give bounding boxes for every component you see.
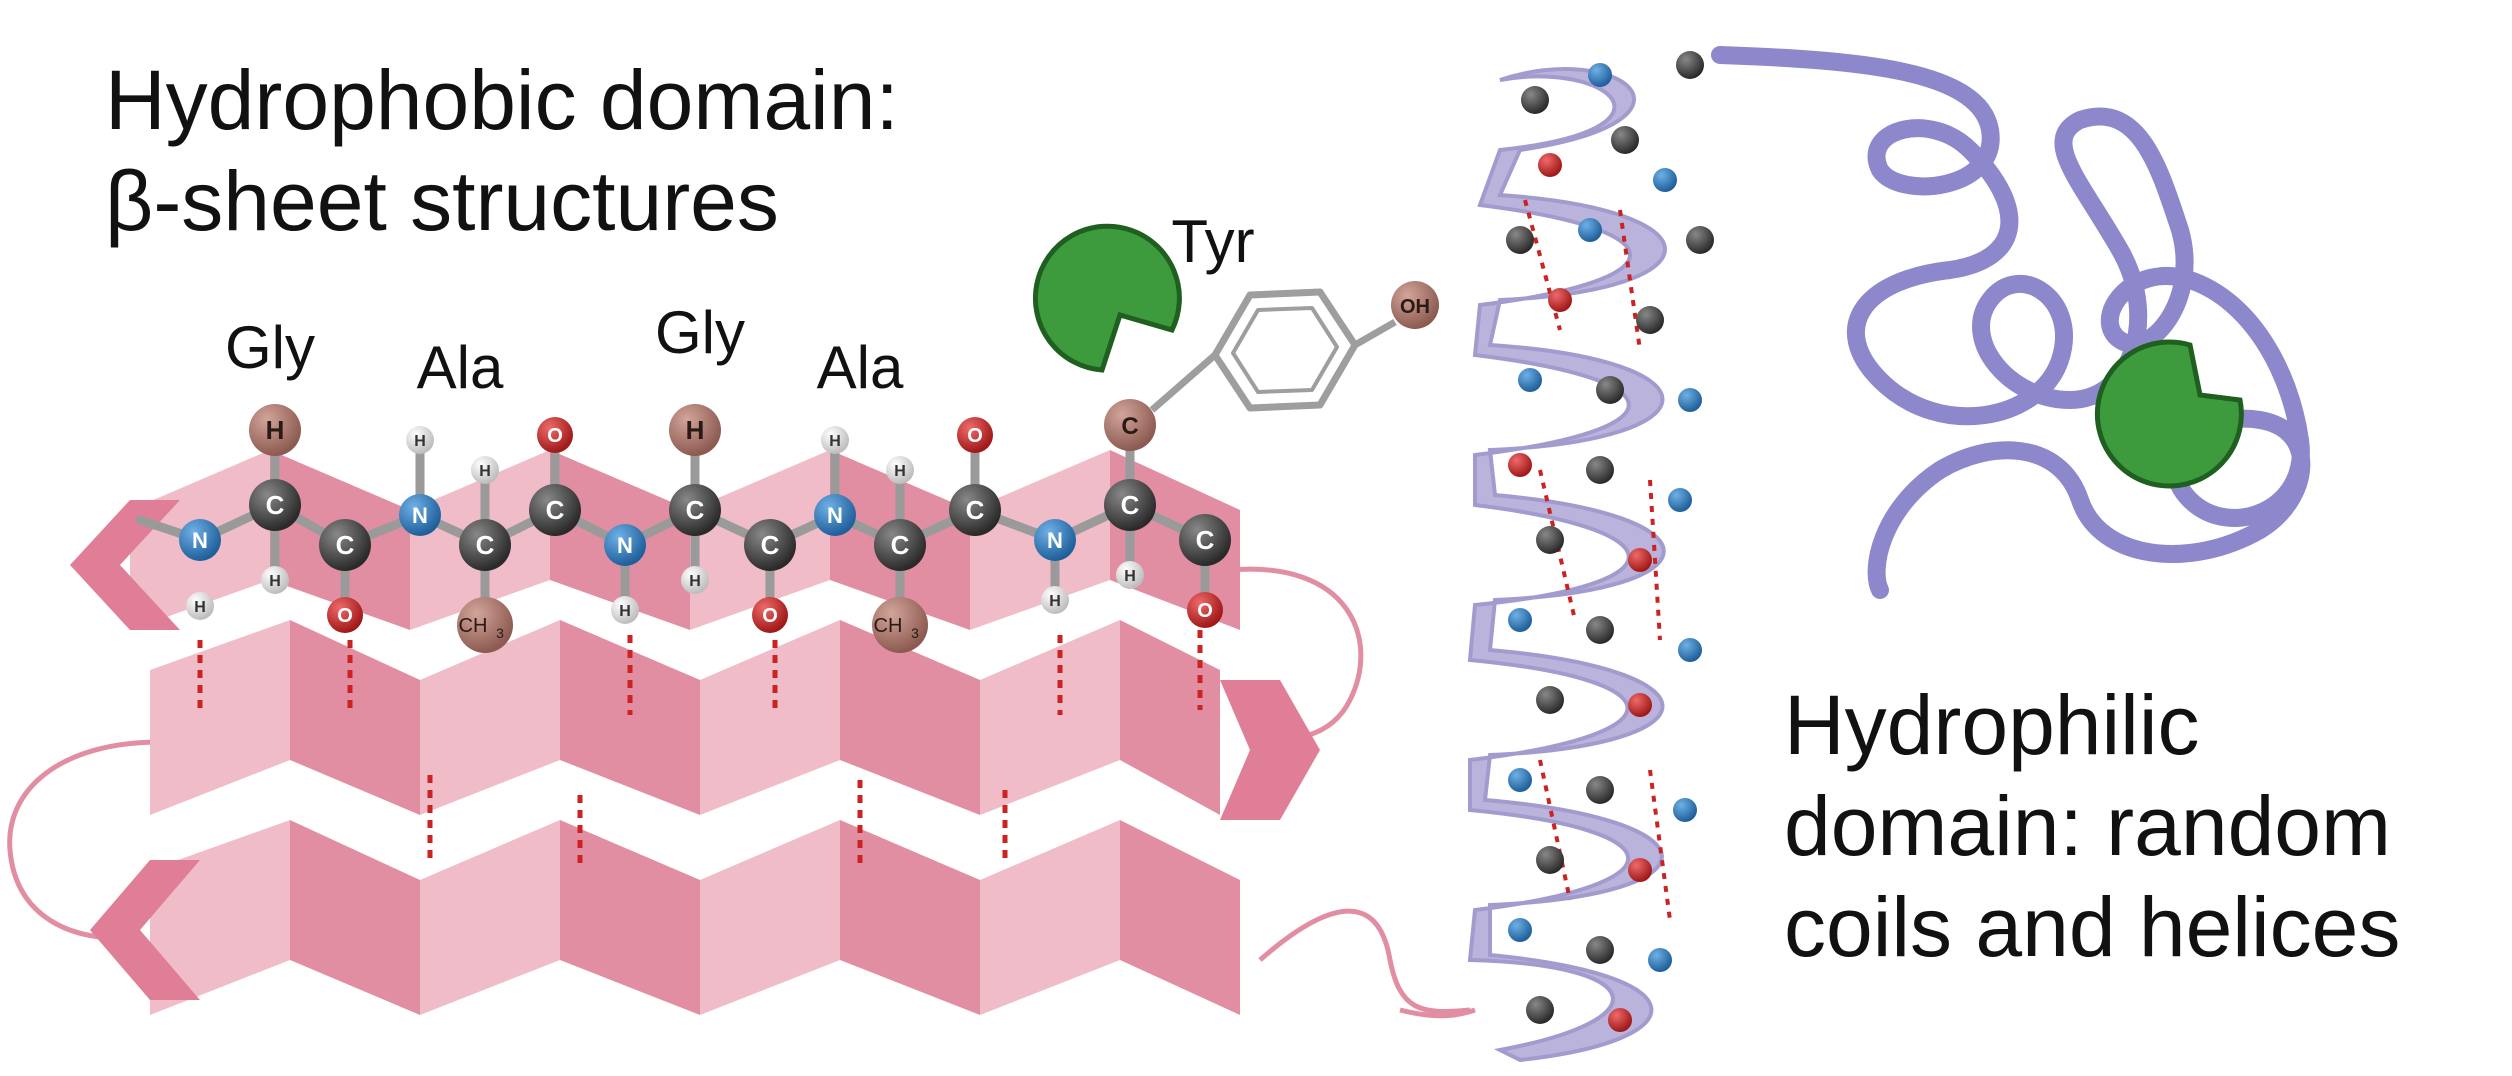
svg-text:CH: CH: [874, 615, 903, 637]
svg-text:H: H: [689, 573, 701, 590]
svg-text:3: 3: [911, 625, 919, 641]
svg-text:H: H: [686, 415, 705, 445]
random-coil: [1711, 46, 2311, 599]
svg-text:C: C: [891, 530, 910, 560]
carbon-atoms: C C C C C C C C C C: [249, 479, 1231, 571]
svg-text:N: N: [412, 503, 428, 528]
hydrophilic-domain-heading: Hydrophilic domain: random coils and hel…: [1784, 675, 2400, 977]
side-chain-atoms: H H CH 3 CH 3 C: [249, 399, 1156, 653]
svg-text:N: N: [192, 528, 208, 553]
residue-labels: Gly Ala Gly Ala Tyr: [225, 208, 1255, 401]
oxygen-atoms: O O O O O: [327, 417, 1223, 633]
peptide-backbone: H H H H H H H H H H N N N N N: [135, 281, 1439, 653]
svg-text:O: O: [967, 425, 983, 447]
svg-text:N: N: [617, 533, 633, 558]
tyrosine-ring: [1149, 288, 1397, 413]
svg-text:O: O: [547, 425, 563, 447]
helix-atoms: [1506, 51, 1714, 1032]
svg-text:N: N: [827, 503, 843, 528]
sheet-arrow-left-top: [70, 500, 180, 630]
helix-ribbon: [1467, 67, 1667, 1063]
hydrophilic-heading-line2: domain: random: [1784, 778, 2391, 873]
svg-text:OH: OH: [1400, 296, 1430, 318]
beta-sheet: [7, 450, 1471, 1015]
svg-text:C: C: [476, 530, 495, 560]
svg-text:Ala: Ala: [417, 334, 504, 401]
sheet-arrow-right-middle: [1220, 680, 1320, 820]
alpha-helix: [1467, 51, 1714, 1063]
sheet-strand-top: [70, 450, 1240, 630]
hydrophobic-heading-line2: β-sheet structures: [105, 153, 779, 248]
svg-text:Ala: Ala: [817, 334, 904, 401]
coil-tail-bottom: [1399, 1007, 1476, 1019]
hydroxyl-atom: [1391, 281, 1439, 329]
svg-text:H: H: [894, 463, 906, 480]
sheet-strand-middle: [150, 620, 1320, 820]
hydrogen-atoms: H H H H H H H H H H: [186, 426, 1144, 624]
svg-text:O: O: [1197, 600, 1213, 622]
svg-text:N: N: [1047, 528, 1063, 553]
svg-text:C: C: [686, 495, 705, 525]
svg-text:Gly: Gly: [655, 299, 745, 366]
svg-text:H: H: [829, 433, 841, 450]
svg-text:O: O: [762, 605, 778, 627]
svg-text:H: H: [194, 599, 206, 616]
svg-text:C: C: [1196, 525, 1215, 555]
svg-text:C: C: [266, 490, 285, 520]
hydrophobic-heading-line1: Hydrophobic domain:: [105, 53, 899, 147]
svg-text:H: H: [1049, 593, 1061, 610]
svg-text:H: H: [479, 463, 491, 480]
svg-text:C: C: [1121, 490, 1140, 520]
hydrophilic-heading-line1: Hydrophilic: [1784, 678, 2200, 772]
sheet-loop-left: [7, 739, 161, 941]
svg-text:C: C: [546, 495, 565, 525]
svg-text:3: 3: [496, 625, 504, 641]
svg-text:H: H: [1124, 568, 1136, 585]
hydrophobic-domain-heading: Hydrophobic domain: β-sheet structures: [105, 50, 899, 252]
green-marker-coil: [2094, 339, 2244, 489]
svg-text:H: H: [414, 433, 426, 450]
green-marker-sheet: [1032, 223, 1182, 373]
svg-text:C: C: [1121, 413, 1138, 440]
svg-text:C: C: [966, 495, 985, 525]
svg-text:H: H: [269, 573, 281, 590]
svg-text:C: C: [336, 530, 355, 560]
svg-text:H: H: [266, 415, 285, 445]
svg-text:Gly: Gly: [225, 314, 315, 381]
svg-text:C: C: [761, 530, 780, 560]
nitrogen-atoms: N N N N N: [179, 494, 1076, 566]
svg-text:H: H: [619, 603, 631, 620]
sheet-strand-bottom: [90, 820, 1240, 1015]
hydrophilic-heading-line3: coils and helices: [1784, 879, 2401, 974]
sheet-arrow-left-bottom: [90, 860, 200, 1000]
svg-text:CH: CH: [459, 615, 488, 637]
sheet-hydrogen-bonds: [197, 630, 1203, 865]
sheet-loop-right-bottom: [1258, 908, 1471, 1015]
svg-text:Tyr: Tyr: [1171, 208, 1254, 275]
svg-text:O: O: [337, 605, 353, 627]
